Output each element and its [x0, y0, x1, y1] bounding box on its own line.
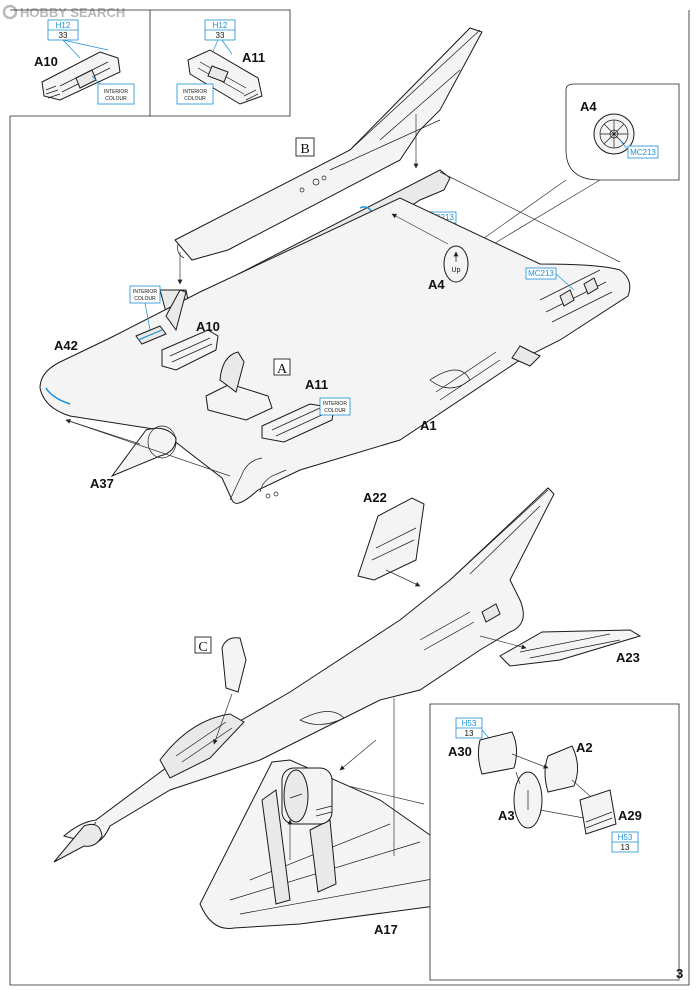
- upper-fuselage-assembly: B MC213 A INTERIOR: [39, 27, 631, 504]
- color-code-13-b: 13: [621, 843, 630, 852]
- assembly-guides-upper: [65, 114, 621, 477]
- cockpit: [159, 713, 245, 779]
- color-mc213-rear: MC213: [528, 269, 554, 278]
- label-a3: A3: [498, 808, 515, 823]
- label-a10-top: A10: [34, 54, 58, 69]
- interior-text-3b: COLOUR: [324, 408, 346, 414]
- color-code-h12-b: H12: [213, 21, 228, 30]
- watermark-text: HOBBY SEARCH: [20, 5, 125, 20]
- part-c-seat: [221, 637, 247, 693]
- interior-text-2a: INTERIOR: [183, 89, 207, 95]
- step-box-b: [295, 137, 315, 157]
- interior-colour-box-1: [97, 83, 135, 105]
- fuselage-a1: [39, 197, 631, 504]
- part-a11-assembly: [261, 403, 335, 443]
- label-a22: A22: [363, 490, 387, 505]
- label-a11: A11: [305, 377, 328, 392]
- interior-colour-box-2: [176, 83, 214, 105]
- step-b-label: B: [300, 142, 309, 157]
- color-code-h12: H12: [56, 21, 71, 30]
- color-code-33-b: 33: [216, 31, 225, 40]
- label-a29: A29: [618, 808, 642, 823]
- subpanel-a11: H12 33 A11 INTERIOR COLOUR: [176, 19, 265, 105]
- watermark-logo: HOBBY SEARCH: [2, 4, 125, 20]
- label-a1: A1: [420, 418, 437, 433]
- label-a2: A2: [576, 740, 593, 755]
- interior-text-4a: INTERIOR: [133, 289, 157, 295]
- color-code-33: 33: [59, 31, 68, 40]
- fuselage-half-upper: [174, 27, 483, 261]
- label-a23: A23: [616, 650, 640, 665]
- interior-text-2b: COLOUR: [184, 96, 206, 102]
- step-box-c: [194, 636, 212, 654]
- interior-text-1a: INTERIOR: [104, 89, 128, 95]
- page-frame: [9, 10, 690, 986]
- part-a29: [579, 789, 617, 835]
- interior-text-4b: COLOUR: [134, 296, 156, 302]
- color-mc213-inset: MC213: [630, 148, 656, 157]
- marking-up: Up: [452, 267, 461, 274]
- interior-colour-box-3: [319, 397, 351, 416]
- label-a42: A42: [54, 338, 78, 353]
- a4-wheel-inset: A4 MC213: [565, 83, 680, 181]
- label-a37: A37: [90, 476, 114, 491]
- color-code-h53-a: H53: [462, 719, 477, 728]
- label-a4-inset: A4: [580, 99, 597, 114]
- step-c-label: C: [198, 640, 207, 655]
- step-box-a: [273, 358, 291, 376]
- part-a37-cone: [110, 427, 177, 478]
- label-a4: A4: [428, 277, 445, 292]
- page-number: 3: [676, 966, 683, 981]
- part-a4-disc: [443, 245, 469, 283]
- label-a17: A17: [374, 922, 398, 937]
- label-a30: A30: [448, 744, 472, 759]
- subpanel-a10: H12 33 A10 INTERIOR COLOUR: [34, 19, 135, 105]
- interior-text-3a: INTERIOR: [323, 401, 347, 407]
- step-a-label: A: [277, 362, 288, 377]
- label-a11-top: A11: [242, 50, 265, 65]
- part-a30: [477, 731, 518, 775]
- label-a10: A10: [196, 319, 220, 334]
- nose-spike: [53, 823, 103, 863]
- interior-text-1b: COLOUR: [105, 96, 127, 102]
- color-code-13-a: 13: [465, 729, 474, 738]
- part-a22: [357, 497, 425, 581]
- color-code-h53-b: H53: [618, 833, 633, 842]
- exhaust-parts-inset: H53 13 H53 13 A30 A2 A3 A29: [429, 703, 680, 981]
